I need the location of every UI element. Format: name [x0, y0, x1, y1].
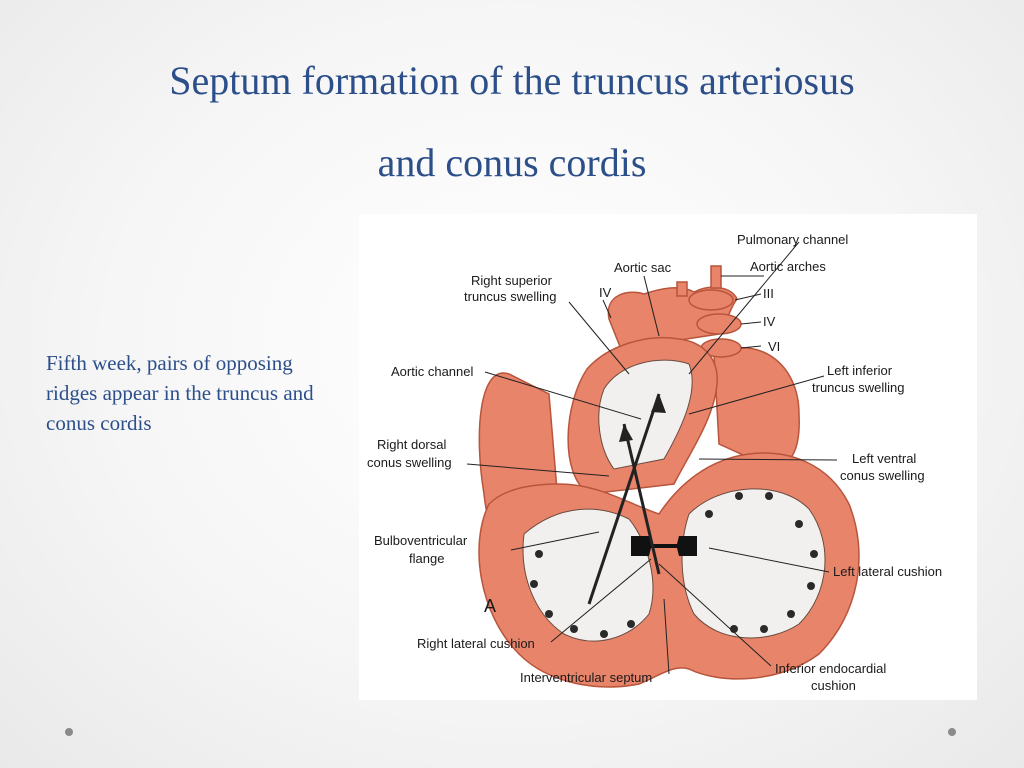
slide-title: Septum formation of the truncus arterios…	[40, 40, 984, 204]
label-interventricular-septum: Interventricular septum	[520, 670, 652, 685]
aortic-arch-iii	[688, 289, 734, 311]
body-text: Fifth week, pairs of opposing ridges app…	[46, 351, 314, 435]
aortic-arch-iv	[696, 313, 742, 335]
arch-stub-2	[676, 281, 688, 297]
label-pulmonary-channel: Pulmonary channel	[737, 232, 848, 247]
flow-arrow-1	[587, 393, 661, 605]
endocardial-cushion-shape	[631, 536, 697, 556]
label-right-lateral-cushion: Right lateral cushion	[417, 636, 535, 651]
arch-stub-1	[710, 265, 722, 289]
label-bulbo-1: Bulboventricular	[374, 533, 468, 548]
left-ventricle-lumen	[681, 488, 826, 639]
label-aortic-channel: Aortic channel	[391, 364, 473, 379]
label-bulbo-2: flange	[409, 551, 444, 566]
slide-dot-right	[948, 728, 956, 736]
label-inferior-endo-1: Inferior endocardial	[775, 661, 886, 676]
left-atrium-shape	[713, 347, 800, 470]
label-arch-vi: VI	[768, 339, 780, 354]
label-arch-iv-left: IV	[599, 285, 612, 300]
heart-diagram: Pulmonary channel Aortic sac Aortic arch…	[367, 232, 942, 693]
label-inferior-endo-2: cushion	[811, 678, 856, 693]
label-arch-iv: IV	[763, 314, 776, 329]
label-right-dorsal-1: Right dorsal	[377, 437, 446, 452]
label-aortic-sac: Aortic sac	[614, 260, 672, 275]
label-left-inferior-1: Left inferior	[827, 363, 893, 378]
trabeculae	[530, 492, 818, 638]
right-ventricle-lumen	[522, 508, 654, 642]
label-aortic-arches: Aortic arches	[750, 259, 826, 274]
title-line-2: and conus cordis	[377, 140, 647, 185]
panel-label-a: A	[484, 596, 496, 616]
truncus-lumen	[598, 359, 693, 470]
label-arch-iii: III	[763, 286, 774, 301]
label-left-ventral-1: Left ventral	[852, 451, 916, 466]
slide-dot-left	[65, 728, 73, 736]
title-line-1: Septum formation of the truncus arterios…	[169, 58, 855, 103]
label-right-superior-2: truncus swelling	[464, 289, 557, 304]
label-right-superior-1: Right superior	[471, 273, 553, 288]
flow-arrow-2	[622, 423, 661, 575]
label-left-lateral-cushion: Left lateral cushion	[833, 564, 942, 579]
label-right-dorsal-2: conus swelling	[367, 455, 452, 470]
label-left-inferior-2: truncus swelling	[812, 380, 905, 395]
label-left-ventral-2: conus swelling	[840, 468, 925, 483]
heart-diagram-figure: Pulmonary channel Aortic sac Aortic arch…	[359, 214, 977, 700]
